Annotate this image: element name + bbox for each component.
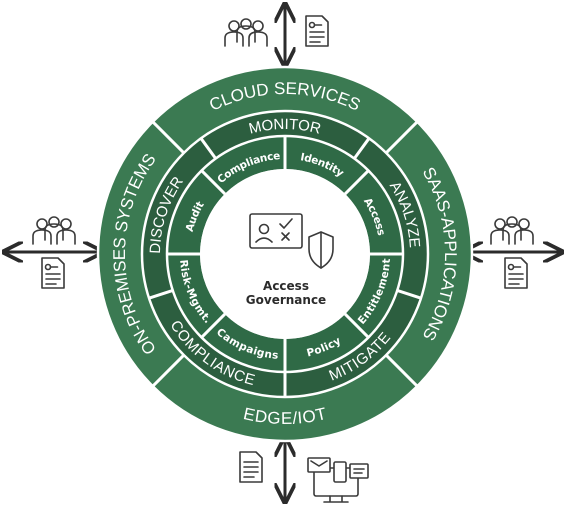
- center-title-line1: Access: [263, 279, 309, 293]
- middle-ring-label: MONITOR: [247, 116, 323, 138]
- outer-ring: [98, 67, 472, 441]
- bottom-devices-icon: [307, 457, 369, 503]
- outer-ring-divider: [385, 120, 419, 154]
- inner-ring-divider: [344, 169, 370, 195]
- outer-ring-divider: [385, 354, 419, 388]
- top-document-key-icon: [305, 15, 329, 47]
- left-document-key-icon: [41, 257, 65, 289]
- center-hub: Access Governance: [200, 169, 370, 339]
- inner-ring-divider: [200, 169, 226, 195]
- identity-check-board-icon: [249, 213, 303, 249]
- center-title-line2: Governance: [246, 293, 326, 307]
- inner-ring-divider: [200, 313, 226, 339]
- middle-ring-divider: [353, 137, 371, 160]
- shield-icon: [308, 231, 334, 269]
- right-users-group-icon: [490, 216, 534, 245]
- middle-ring-divider: [396, 289, 422, 300]
- right-document-key-icon: [504, 257, 528, 289]
- left-users-group-icon: [32, 216, 76, 245]
- outer-ring-divider: [151, 120, 185, 154]
- outer-ring-divider: [151, 354, 185, 388]
- top-users-group-icon: [224, 18, 268, 47]
- inner-ring-divider: [344, 313, 370, 339]
- connectors: [6, 6, 560, 500]
- bottom-document-icon: [239, 451, 263, 483]
- rings: [96, 65, 474, 443]
- center-circle: [200, 169, 370, 339]
- middle-ring-divider: [148, 289, 174, 300]
- middle-ring-divider: [199, 137, 217, 160]
